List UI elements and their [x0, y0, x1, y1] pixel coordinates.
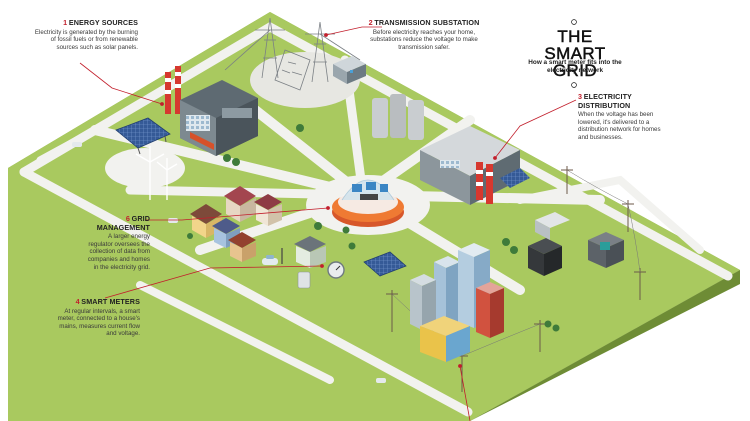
- solar-panel-left: [115, 117, 171, 155]
- callout-number: 6: [125, 214, 130, 223]
- callout-number: 1: [63, 18, 68, 27]
- callout-number: 4: [75, 297, 80, 306]
- trees: [187, 124, 560, 332]
- callout-body: When the voltage has been lowered, it's …: [578, 111, 661, 141]
- windfarm-pad: [105, 148, 185, 188]
- callout-body: A larger energy regulator oversees the c…: [87, 233, 150, 271]
- residential-houses: [190, 186, 326, 268]
- smart-meter: [297, 261, 345, 289]
- callout-number: 2: [368, 18, 373, 27]
- callout-energy-sources: 1 ENERGY SOURCES Electricity is generate…: [28, 19, 138, 51]
- solar-panel-center: [363, 251, 407, 277]
- ev-car: [262, 248, 283, 265]
- callout-number: 3: [578, 92, 582, 101]
- callout-transmission-substation: 2 TRANSMISSION SUBSTATION Before electri…: [360, 19, 488, 51]
- page-subtitle: How a smart meter fits into the electric…: [528, 59, 622, 74]
- callout-heading: ELECTRICITY DISTRIBUTION: [578, 92, 632, 110]
- distribution-plant: [372, 94, 530, 205]
- callout-heading: ENERGY SOURCES: [68, 18, 138, 27]
- power-station: [165, 66, 258, 156]
- title-line-2: GRID: [552, 61, 598, 80]
- title-line-1: THE SMART: [544, 27, 606, 63]
- callout-smart-meters: 4 SMART METERS At regular intervals, a s…: [52, 298, 140, 338]
- office-towers: [410, 243, 504, 362]
- cars: [72, 142, 386, 383]
- callout-body: Before electricity reaches your home, su…: [370, 28, 478, 51]
- wind-turbines: [135, 146, 178, 200]
- substation-pad: [250, 52, 360, 108]
- transmission-substation: [224, 17, 361, 91]
- callout-grid-management: 6 GRID MANAGEMENT A larger energy regula…: [82, 215, 150, 271]
- callout-body: Electricity is generated by the burning …: [34, 28, 138, 51]
- grid-management-hub: [332, 179, 404, 227]
- callout-electricity-distribution: 3 ELECTRICITY DISTRIBUTION When the volt…: [578, 93, 662, 142]
- page-title: THE SMART GRID: [527, 27, 623, 80]
- callout-leaders: [79, 26, 577, 421]
- control-hut: [333, 56, 366, 84]
- callout-body: At regular intervals, a smart meter, con…: [57, 307, 140, 338]
- power-lines: [386, 166, 646, 392]
- callout-heading: GRID MANAGEMENT: [96, 214, 150, 232]
- callout-heading: SMART METERS: [81, 297, 140, 306]
- transformer-units: [528, 212, 624, 276]
- title-ornaments: [571, 19, 577, 88]
- callout-heading: TRANSMISSION SUBSTATION: [374, 18, 480, 27]
